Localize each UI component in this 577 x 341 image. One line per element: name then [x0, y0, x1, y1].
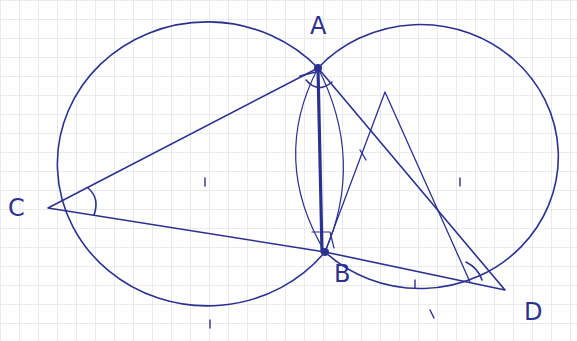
- point-label: C: [8, 196, 25, 220]
- angle-mark-a2: [300, 72, 316, 76]
- point-dot: [314, 64, 322, 72]
- left-circle: [57, 22, 325, 306]
- right-circle: [318, 25, 558, 289]
- point-label: A: [310, 14, 326, 38]
- lens: [296, 68, 344, 252]
- point-label: D: [524, 300, 542, 324]
- angle-mark-c: [88, 188, 96, 215]
- chord-ab: [318, 68, 322, 252]
- right-angle-mark: [312, 232, 334, 248]
- auxiliary-triangle: [325, 92, 470, 282]
- angle-mark-d: [466, 262, 482, 280]
- tick-marks: [205, 150, 460, 328]
- angle-mark-a: [306, 80, 332, 88]
- point-label: B: [334, 262, 350, 286]
- triangle-acb: [48, 68, 325, 252]
- triangle-adb: [318, 68, 505, 290]
- point-dot: [321, 248, 329, 256]
